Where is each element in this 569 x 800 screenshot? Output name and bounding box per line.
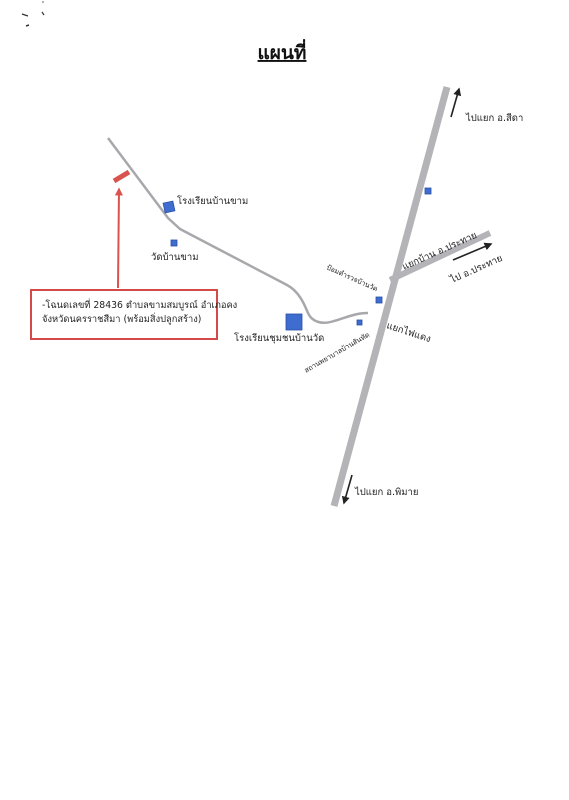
north-building-marker bbox=[424, 187, 432, 195]
school-ban-kham-marker bbox=[162, 200, 176, 214]
health-center-marker bbox=[356, 319, 363, 326]
land-plot-info-box: -โฉนดเลขที่ 28436 ตำบลขามสมบูรณ์ อำเภอคง… bbox=[30, 289, 238, 340]
south-arrow-icon bbox=[341, 474, 353, 505]
temple-ban-kham-label: วัดบ้านขาม bbox=[151, 252, 198, 263]
police-post-label: ป้อมตำรวจบ้านวัด bbox=[325, 264, 379, 294]
north-arrow-icon bbox=[450, 87, 462, 118]
traffic-light-junction-label: แยกไฟแดง bbox=[385, 319, 432, 345]
school-ban-kham-label: โรงเรียนบ้านขาม bbox=[177, 195, 248, 207]
community-school-marker bbox=[285, 313, 303, 331]
main-highway bbox=[330, 86, 451, 507]
scan-marks bbox=[21, 1, 45, 27]
south-destination-label: ไปแยก อ.พิมาย bbox=[354, 486, 418, 498]
police-post-marker bbox=[375, 296, 383, 304]
east-arrow-icon bbox=[452, 242, 493, 261]
community-school-label: โรงเรียนชุมชนบ้านวัด bbox=[234, 332, 324, 344]
plot-info-line-2: จังหวัดนครราชสีมา (พร้อมสิ่งปลูกสร้าง) bbox=[42, 314, 202, 325]
east-branch-road bbox=[388, 230, 492, 283]
temple-ban-kham-marker bbox=[170, 239, 178, 247]
plot-pointer-arrow bbox=[114, 187, 123, 289]
land-plot-marker bbox=[112, 169, 131, 184]
east-destination-label: ไป อ.ประทาย bbox=[447, 252, 504, 286]
east-junction-label: แยกบ้าน อ.ประทาย bbox=[401, 230, 479, 273]
local-road bbox=[107, 137, 369, 324]
map-title: แผนที่ bbox=[258, 39, 307, 64]
plot-info-line-1: -โฉนดเลขที่ 28436 ตำบลขามสมบูรณ์ อำเภอคง bbox=[42, 300, 238, 311]
north-destination-label: ไปแยก อ.สีดา bbox=[465, 112, 523, 124]
